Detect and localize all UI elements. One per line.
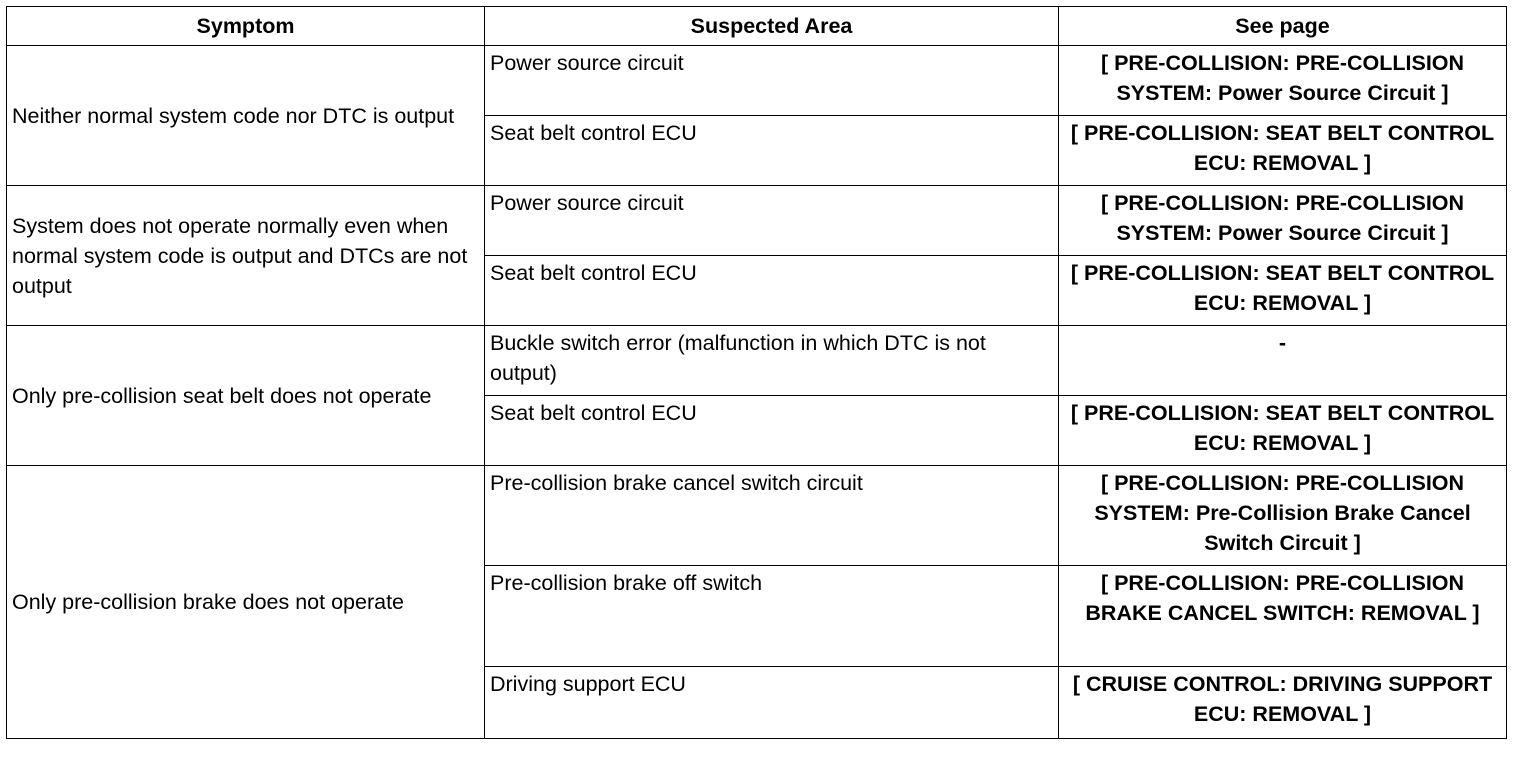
suspected-area-cell: Seat belt control ECU <box>484 115 1059 186</box>
table-row: Seat belt control ECU [ PRE-COLLISION: S… <box>7 395 1507 466</box>
suspected-area-cell: Power source circuit <box>484 185 1059 256</box>
table-row: Only pre-collision seat belt does not op… <box>6 325 1507 466</box>
suspected-area-cell: Pre-collision brake off switch <box>484 565 1059 667</box>
table-row: Only pre-collision brake does not operat… <box>6 465 1507 739</box>
see-page-link[interactable]: [ PRE-COLLISION: PRE-COLLISION SYSTEM: P… <box>1058 185 1507 256</box>
see-page-link[interactable]: [ PRE-COLLISION: SEAT BELT CONTROL ECU: … <box>1058 255 1507 326</box>
table-row: System does not operate normally even wh… <box>6 185 1507 326</box>
table-header-row: Symptom Suspected Area See page <box>6 6 1507 46</box>
table-row: Neither normal system code nor DTC is ou… <box>6 45 1507 186</box>
see-page-text: - <box>1058 325 1507 396</box>
suspected-area-cell: Seat belt control ECU <box>484 255 1059 326</box>
table-row: Pre-collision brake off switch [ PRE-COL… <box>7 565 1507 667</box>
table-row: Seat belt control ECU [ PRE-COLLISION: S… <box>7 255 1507 326</box>
suspected-area-cell: Buckle switch error (malfunction in whic… <box>484 325 1059 396</box>
see-page-link[interactable]: [ PRE-COLLISION: PRE-COLLISION BRAKE CAN… <box>1058 565 1507 667</box>
header-see-page: See page <box>1058 6 1507 46</box>
suspected-area-cell: Power source circuit <box>484 45 1059 116</box>
table-row: Driving support ECU [ CRUISE CONTROL: DR… <box>7 666 1507 739</box>
see-page-link[interactable]: [ PRE-COLLISION: PRE-COLLISION SYSTEM: P… <box>1058 45 1507 116</box>
symptom-cell: System does not operate normally even wh… <box>6 185 485 326</box>
symptom-table: Symptom Suspected Area See page Neither … <box>6 6 1507 739</box>
see-page-link[interactable]: [ CRUISE CONTROL: DRIVING SUPPORT ECU: R… <box>1058 666 1507 739</box>
suspected-area-cell: Seat belt control ECU <box>484 395 1059 466</box>
header-symptom: Symptom <box>6 6 485 46</box>
see-page-link[interactable]: [ PRE-COLLISION: SEAT BELT CONTROL ECU: … <box>1058 395 1507 466</box>
see-page-link[interactable]: [ PRE-COLLISION: SEAT BELT CONTROL ECU: … <box>1058 115 1507 186</box>
symptom-cell: Only pre-collision brake does not operat… <box>6 465 485 739</box>
table-row: Seat belt control ECU [ PRE-COLLISION: S… <box>7 115 1507 186</box>
symptom-cell: Only pre-collision seat belt does not op… <box>6 325 485 466</box>
symptom-cell: Neither normal system code nor DTC is ou… <box>6 45 485 186</box>
suspected-area-cell: Driving support ECU <box>484 666 1059 739</box>
suspected-area-cell: Pre-collision brake cancel switch circui… <box>484 465 1059 566</box>
header-suspected-area: Suspected Area <box>484 6 1059 46</box>
see-page-link[interactable]: [ PRE-COLLISION: PRE-COLLISION SYSTEM: P… <box>1058 465 1507 566</box>
